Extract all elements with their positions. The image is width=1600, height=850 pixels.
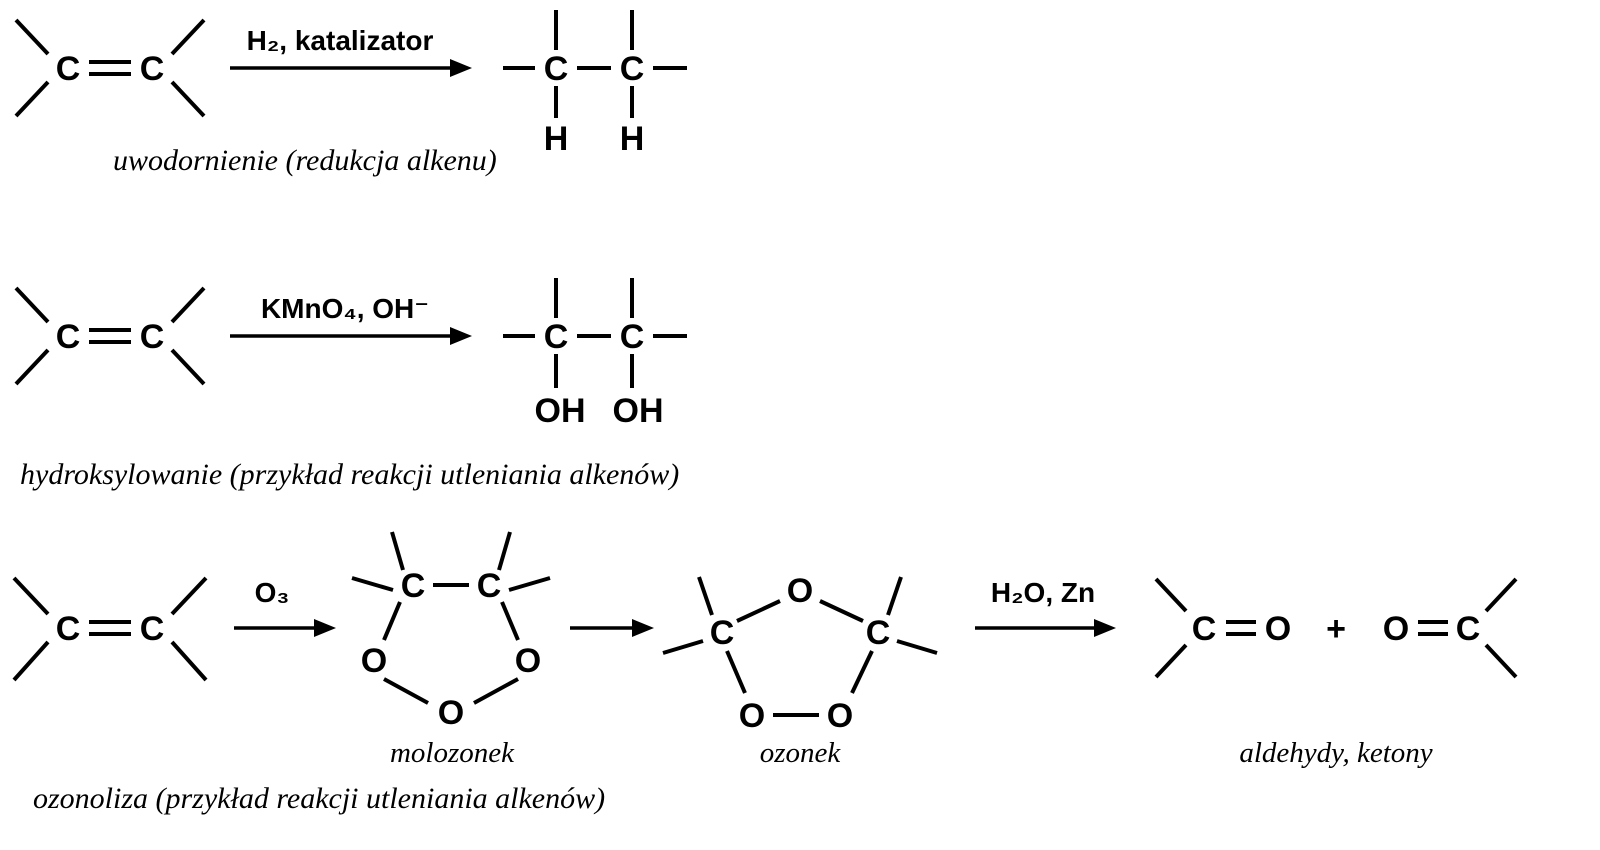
ring-bond [473, 677, 519, 705]
molozonide-structure: C C O O O molozonek [351, 531, 551, 769]
oxygen-label: O [1265, 610, 1291, 648]
alkene-structure: C C [14, 18, 206, 118]
substituent-bond [1484, 577, 1518, 613]
carbon-label: C [56, 50, 81, 88]
oxygen-label: O [827, 697, 853, 735]
carbon-label: C [56, 610, 81, 648]
substituent-bond [351, 576, 394, 592]
reaction-hydrogenation: C C H₂, katalizator C C H H uwodornienie [14, 10, 687, 177]
substituent-bond [170, 80, 206, 118]
substituent-bond [896, 639, 938, 655]
oxygen-label: O [787, 572, 813, 610]
substituent-bond [14, 80, 50, 118]
reaction-caption: ozonoliza (przykład reakcji utleniania a… [33, 782, 605, 815]
arrowhead [450, 327, 472, 345]
substituent-bond [14, 286, 50, 324]
carbon-label: C [140, 610, 165, 648]
reaction-arrow-ozone: O₃ [234, 577, 336, 637]
alkene-structure: C C [12, 576, 208, 682]
hydrogen-label: H [544, 120, 569, 158]
substituent-bond [390, 531, 405, 571]
reaction-hydroxylation: C C KMnO₄, OH⁻ C C OH OH hydroksylowanie [14, 278, 687, 491]
reaction-arrow-rearrangement [570, 619, 654, 637]
ring-bond [736, 599, 781, 623]
carbon-label: C [56, 318, 81, 356]
substituent-bond [14, 18, 50, 56]
carbon-label: C [544, 50, 569, 88]
carbon-label: C [401, 567, 426, 605]
carbonyl-product-right: O C [1383, 577, 1518, 679]
substituent-bond [170, 576, 208, 616]
oxygen-label: O [1383, 610, 1409, 648]
substituent-bond [508, 576, 551, 592]
carbon-label: C [1456, 610, 1481, 648]
hydroxyl-label: OH [535, 392, 586, 430]
substituent-bond [170, 640, 208, 682]
carbonyl-products: C O + O C aldehydy, ketony [1154, 577, 1518, 769]
carbon-label: C [477, 567, 502, 605]
products-label: aldehydy, ketony [1239, 737, 1432, 769]
alkane-product-structure: C C H H [503, 10, 687, 158]
hydroxyl-label: OH [613, 392, 664, 430]
reagent-label: H₂O, Zn [991, 577, 1095, 608]
reaction-arrow-workup: H₂O, Zn [975, 577, 1116, 637]
diol-product-structure: C C OH OH [503, 278, 687, 430]
carbon-label: C [710, 614, 735, 652]
hydrogen-label: H [620, 120, 645, 158]
reaction-arrow: H₂, katalizator [230, 25, 472, 77]
substituent-bond [697, 576, 714, 616]
oxygen-label: O [361, 642, 387, 680]
ring-bond [382, 601, 402, 641]
substituent-bond [170, 286, 206, 324]
ozonide-structure: O C C O O ozonek [662, 572, 938, 769]
substituent-bond [170, 18, 206, 56]
reagent-label: H₂, katalizator [247, 25, 434, 56]
reaction-caption: hydroksylowanie (przykład reakcji utleni… [20, 458, 679, 491]
substituent-bond [662, 639, 704, 655]
molozonide-label: molozonek [390, 737, 515, 769]
ring-bond [819, 599, 864, 623]
arrowhead [632, 619, 654, 637]
ring-bond [725, 650, 747, 694]
carbon-label: C [1192, 610, 1217, 648]
substituent-bond [1154, 643, 1188, 679]
substituent-bond [886, 576, 903, 616]
ozonide-label: ozonek [760, 737, 842, 769]
ring-bond [500, 601, 520, 641]
carbon-label: C [620, 50, 645, 88]
substituent-bond [14, 348, 50, 386]
reaction-ozonolysis: C C O₃ C C O O O molozone [12, 531, 1518, 815]
reagent-label: KMnO₄, OH⁻ [261, 293, 429, 324]
substituent-bond [170, 348, 206, 386]
alkene-structure: C C [14, 286, 206, 386]
ring-bond [383, 677, 429, 705]
substituent-bond [1154, 577, 1188, 613]
substituent-bond [12, 640, 50, 682]
arrowhead [314, 619, 336, 637]
carbon-label: C [866, 614, 891, 652]
carbon-label: C [140, 50, 165, 88]
ring-bond [850, 650, 874, 694]
oxygen-label: O [515, 642, 541, 680]
plus-sign: + [1326, 610, 1346, 648]
oxygen-label: O [438, 694, 464, 732]
reaction-arrow: KMnO₄, OH⁻ [230, 293, 472, 345]
reaction-caption: uwodornienie (redukcja alkenu) [113, 144, 497, 177]
substituent-bond [497, 531, 512, 571]
substituent-bond [12, 576, 50, 616]
reagent-label: O₃ [255, 577, 290, 608]
carbonyl-product-left: C O [1154, 577, 1291, 679]
arrowhead [450, 59, 472, 77]
arrowhead [1094, 619, 1116, 637]
oxygen-label: O [739, 697, 765, 735]
substituent-bond [1484, 643, 1518, 679]
carbon-label: C [620, 318, 645, 356]
carbon-label: C [544, 318, 569, 356]
carbon-label: C [140, 318, 165, 356]
